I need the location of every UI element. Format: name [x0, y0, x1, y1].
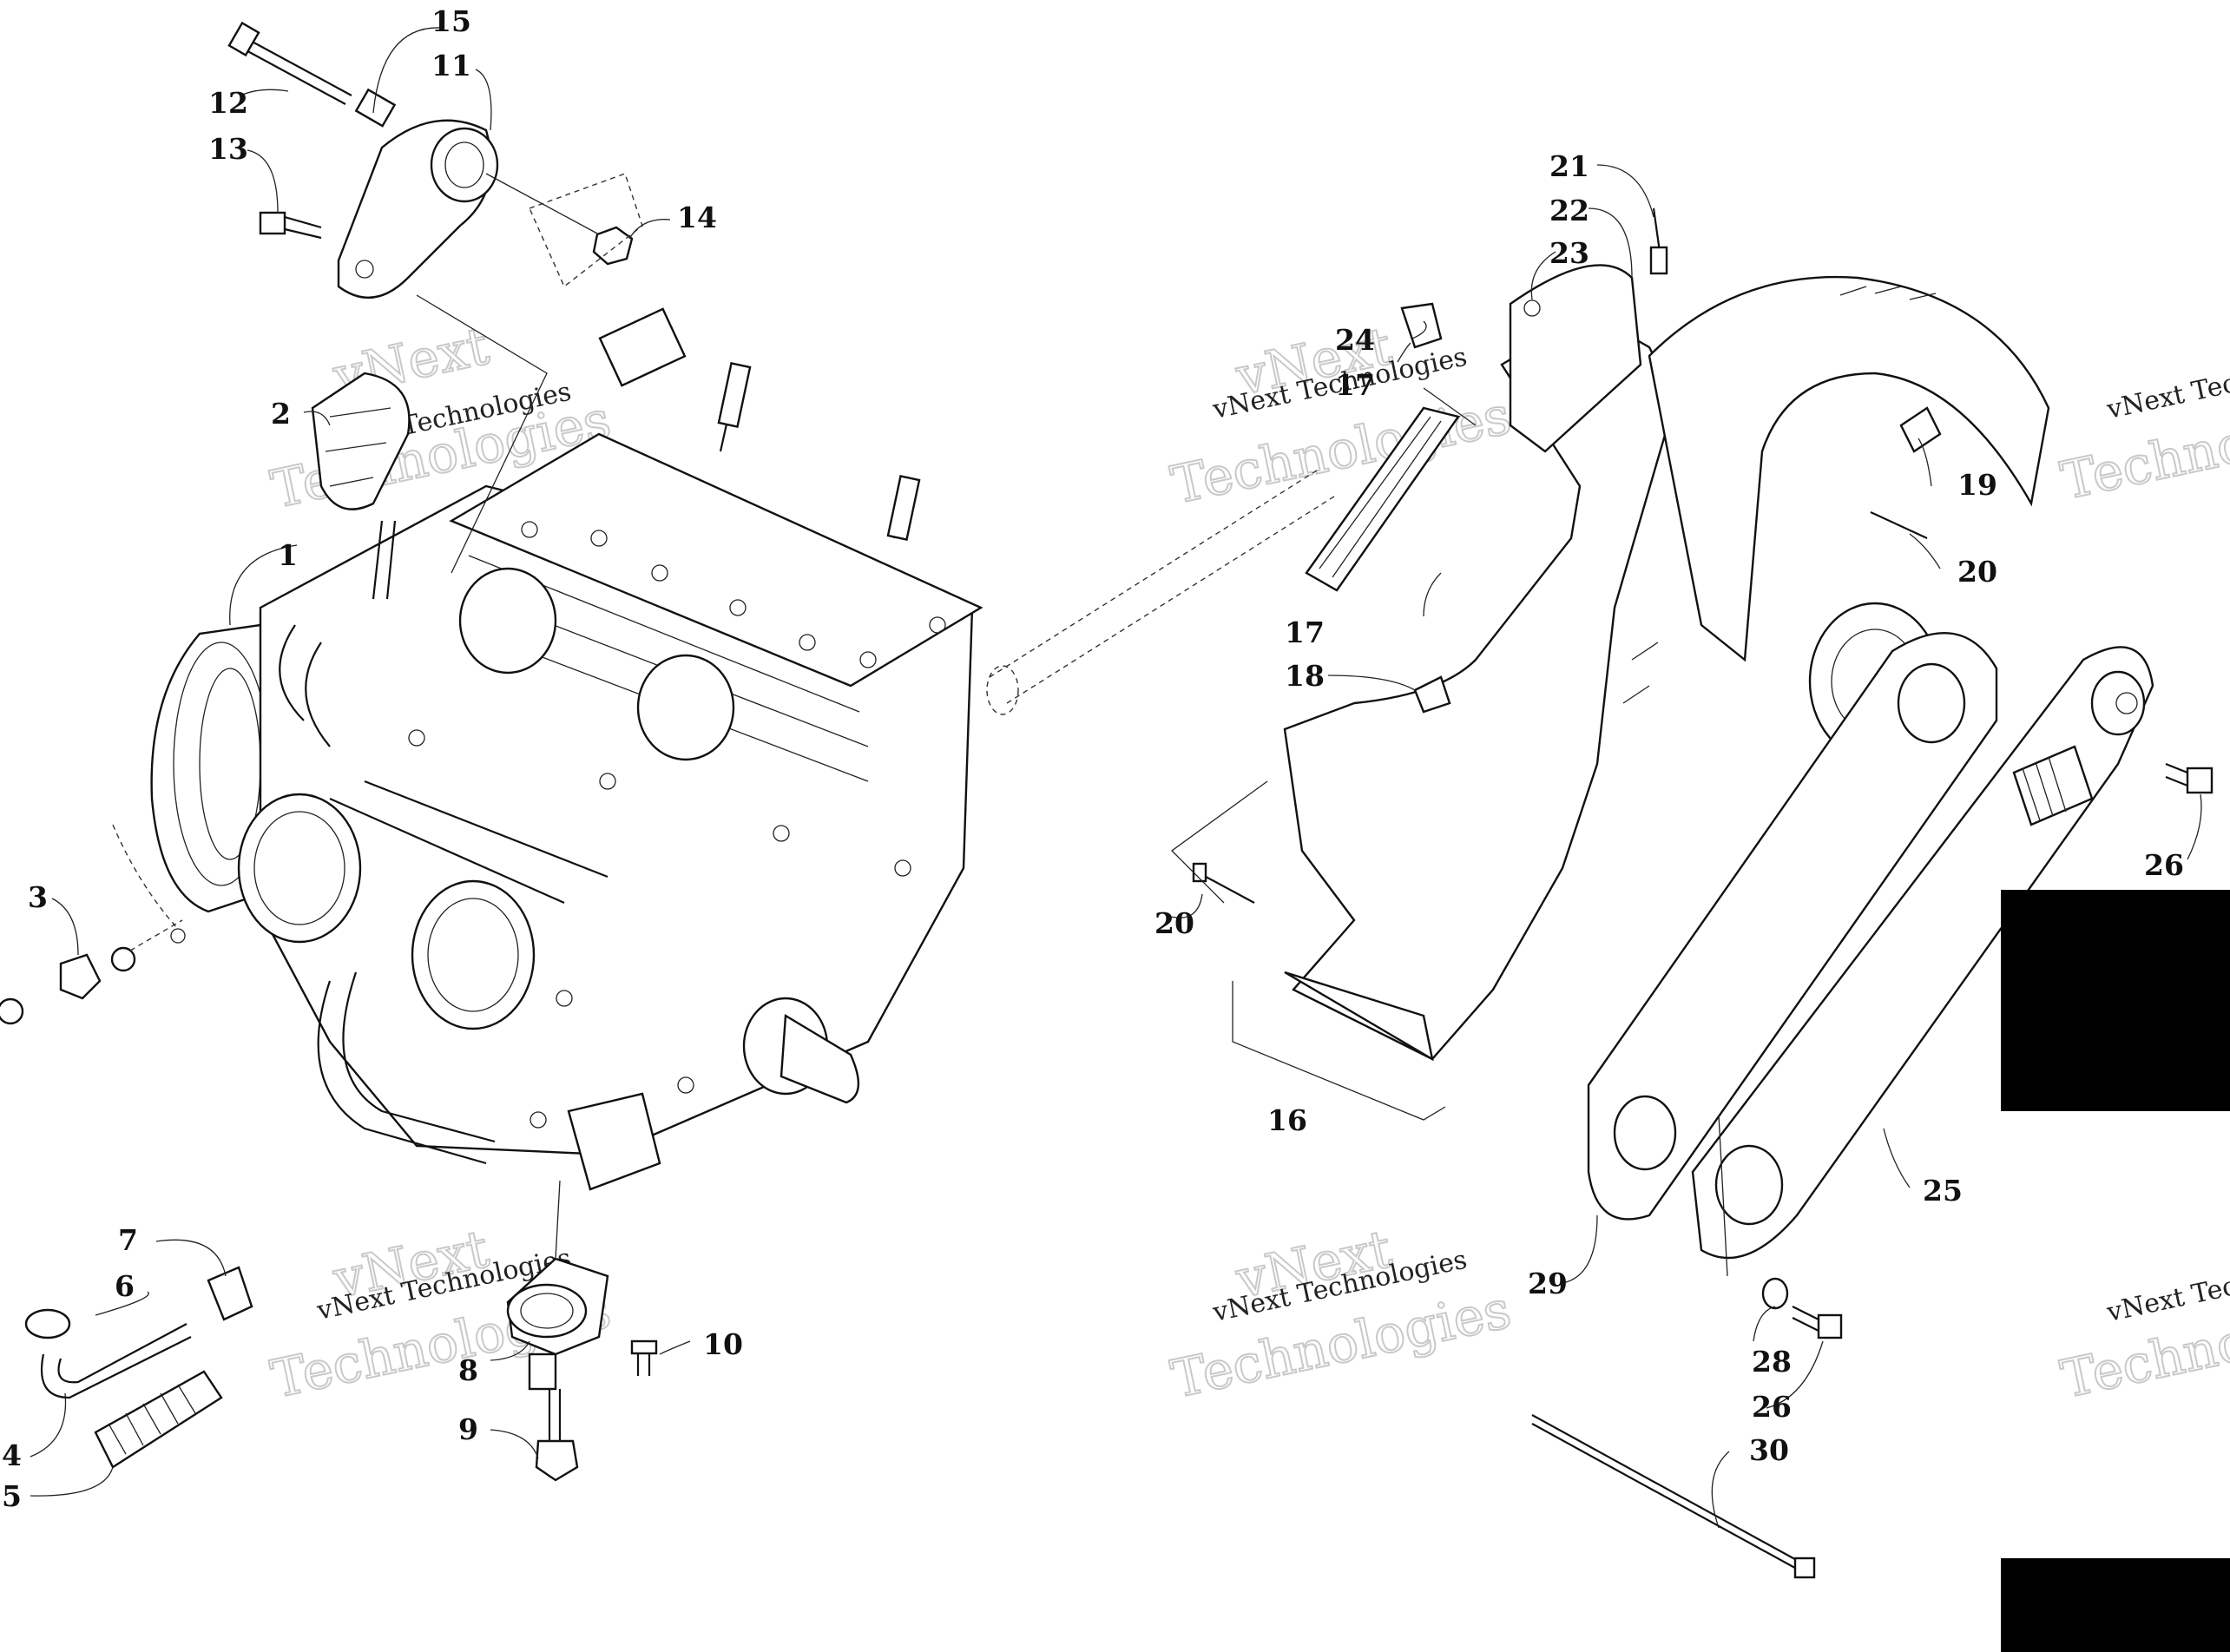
callout-5: 5 — [2, 1479, 22, 1513]
callout-22: 22 — [1549, 194, 1589, 227]
callout-1: 1 — [278, 538, 298, 572]
watermark-center-bottom: vNext vNext Technologies Technologies — [1166, 1218, 1517, 1412]
callout-11: 11 — [431, 49, 471, 82]
callout-30: 30 — [1749, 1433, 1789, 1467]
callout-17-bottom: 17 — [1285, 615, 1325, 649]
upper-engine-mount-drawing — [227, 21, 643, 574]
callout-17-top: 17 — [1335, 368, 1375, 402]
callout-8: 8 — [458, 1353, 478, 1387]
drive-plate-drawing — [1531, 602, 2214, 1579]
callout-26-upper: 26 — [2144, 848, 2184, 882]
small-hardware-drawing — [0, 824, 658, 1482]
callout-6: 6 — [115, 1269, 135, 1303]
oil-bracket-drawing — [311, 372, 411, 510]
engine-block-drawing — [150, 307, 983, 1191]
callout-24: 24 — [1335, 323, 1375, 357]
callout-20-right: 20 — [1957, 555, 1997, 589]
svg-text:vNext Technologies: vNext Technologies — [2103, 342, 2230, 425]
callout-10: 10 — [703, 1327, 743, 1361]
callout-16: 16 — [1267, 1103, 1307, 1137]
watermark-right-bottom: vNext Technologies Technologies — [2056, 1245, 2230, 1412]
callout-21: 21 — [1549, 149, 1589, 183]
callout-4: 4 — [2, 1438, 22, 1472]
callout-25: 25 — [1923, 1174, 1963, 1208]
callout-3: 3 — [28, 880, 48, 914]
callout-9: 9 — [458, 1412, 478, 1446]
redaction-block-lower — [2001, 1558, 2230, 1652]
callout-2: 2 — [271, 397, 291, 431]
callout-28: 28 — [1752, 1345, 1792, 1379]
callout-20-left: 20 — [1154, 906, 1194, 940]
leader-lines — [30, 27, 2202, 1529]
callout-23: 23 — [1549, 236, 1589, 270]
callout-13: 13 — [208, 132, 248, 166]
callout-labels: 1 2 3 4 5 6 7 8 9 10 11 12 13 14 15 16 1… — [2, 4, 2184, 1513]
redaction-block-upper — [2001, 890, 2230, 1111]
heat-shield-drawing — [986, 207, 2050, 1121]
callout-12: 12 — [208, 86, 248, 120]
callout-14: 14 — [677, 201, 717, 234]
callout-18: 18 — [1285, 659, 1325, 693]
watermark-right-top: vNext Technologies Technologies — [2056, 342, 2230, 513]
callout-29: 29 — [1528, 1267, 1568, 1300]
callout-7: 7 — [118, 1223, 138, 1257]
callout-26-lower: 26 — [1752, 1390, 1792, 1424]
svg-text:vNext Technologies: vNext Technologies — [2103, 1245, 2230, 1328]
callout-15: 15 — [431, 4, 471, 38]
callout-19: 19 — [1957, 468, 1997, 502]
